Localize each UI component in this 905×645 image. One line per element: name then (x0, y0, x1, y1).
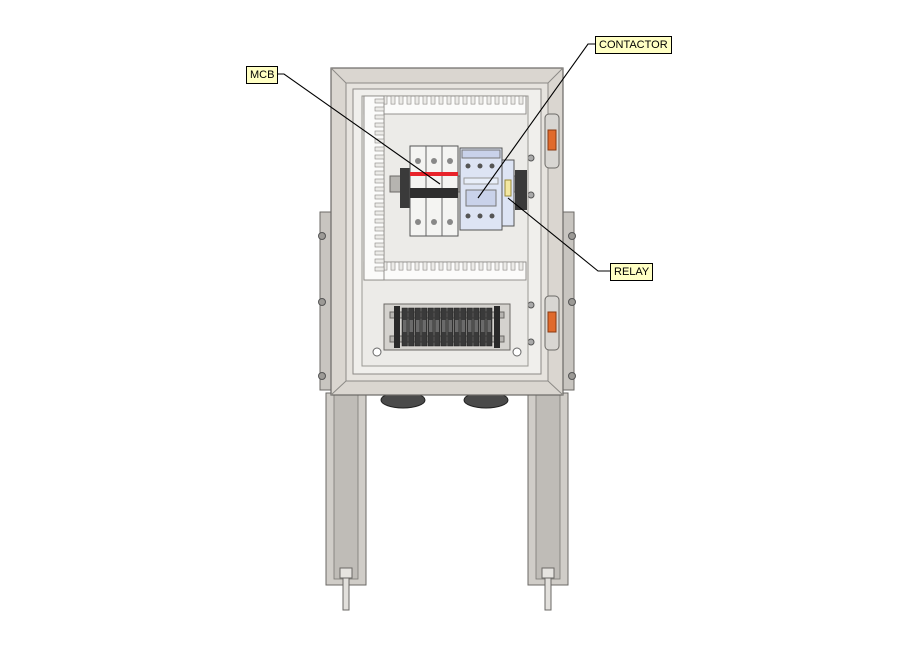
duct-slot (374, 122, 385, 128)
wiring-ducts (363, 95, 527, 281)
duct-slot (374, 218, 385, 224)
side-bracket-right (561, 211, 576, 391)
duct-slot (374, 186, 385, 192)
mcb-component (400, 145, 459, 237)
duct-left (363, 95, 385, 281)
leader-contactor (477, 43, 596, 199)
terminal-screw (481, 320, 485, 332)
duct-slot (502, 95, 508, 105)
duct-slot (430, 95, 436, 105)
cable-glands (380, 391, 509, 409)
duct-slot (494, 261, 500, 271)
duct-slot (446, 261, 452, 271)
duct-slot (422, 95, 428, 105)
end-stop (494, 306, 500, 348)
mounting-leg-right (527, 392, 569, 611)
duct-slot (390, 261, 396, 271)
duct-slot (518, 261, 524, 271)
side-bracket-left (318, 211, 333, 391)
duct-slot (446, 95, 452, 105)
terminal-screw (422, 320, 426, 332)
duct-slot (374, 258, 385, 264)
terminal-screw (442, 320, 446, 332)
callout-relay: RELAY (610, 263, 654, 281)
hinge-top (544, 113, 560, 169)
duct-slot (406, 95, 412, 105)
terminal-screw (468, 320, 472, 332)
duct-slot (462, 95, 468, 105)
mounting-leg-left (325, 392, 367, 611)
terminal-screw (474, 320, 478, 332)
duct-slot (414, 261, 420, 271)
terminal-screw (448, 320, 452, 332)
duct-middle (363, 261, 527, 281)
duct-slot (374, 210, 385, 216)
duct-slot (462, 261, 468, 271)
duct-slot (518, 95, 524, 105)
terminal-screw (455, 320, 459, 332)
relay-component (501, 159, 527, 227)
duct-slot (494, 95, 500, 105)
duct-slot (454, 261, 460, 271)
callout-mcb: MCB (246, 66, 279, 84)
duct-slot (374, 266, 385, 272)
duct-body (363, 261, 527, 281)
duct-slot (422, 261, 428, 271)
door-fasteners (527, 154, 535, 346)
callout-contactor: CONTACTOR (595, 36, 672, 54)
contactor-component (459, 147, 503, 231)
duct-slot (486, 95, 492, 105)
duct-slot (374, 226, 385, 232)
duct-slot (502, 261, 508, 271)
hinge-bottom (544, 295, 560, 351)
duct-slot (374, 234, 385, 240)
duct-slot (374, 242, 385, 248)
terminal-screw (403, 320, 407, 332)
duct-slot (438, 95, 444, 105)
end-stop (394, 306, 400, 348)
duct-slot (438, 261, 444, 271)
duct-slot (398, 95, 404, 105)
duct-slot (430, 261, 436, 271)
duct-slot (470, 261, 476, 271)
duct-slot (454, 95, 460, 105)
duct-slot (470, 95, 476, 105)
duct-slot (414, 95, 420, 105)
terminal-screw (435, 320, 439, 332)
duct-slot (374, 250, 385, 256)
duct-slot (374, 170, 385, 176)
duct-slot (374, 178, 385, 184)
duct-slot (478, 95, 484, 105)
duct-slot (398, 261, 404, 271)
terminal-blocks (394, 306, 500, 348)
leader-relay (507, 197, 610, 272)
duct-slot (390, 95, 396, 105)
duct-slot (374, 154, 385, 160)
duct-slot (406, 261, 412, 271)
terminal-block-area (372, 303, 522, 357)
duct-slot (374, 98, 385, 104)
duct-slot (510, 95, 516, 105)
duct-top (363, 95, 527, 115)
duct-slot (510, 261, 516, 271)
duct-slot (374, 146, 385, 152)
duct-body (363, 95, 527, 115)
duct-slot (374, 194, 385, 200)
duct-slot (374, 130, 385, 136)
duct-slot (478, 261, 484, 271)
duct-slot (374, 114, 385, 120)
duct-slot (486, 261, 492, 271)
terminal-screw (487, 320, 491, 332)
duct-slot (374, 162, 385, 168)
duct-slot (374, 202, 385, 208)
duct-slot (374, 106, 385, 112)
terminal-screw (416, 320, 420, 332)
terminal-screw (409, 320, 413, 332)
terminal-screw (429, 320, 433, 332)
terminal-screw (461, 320, 465, 332)
